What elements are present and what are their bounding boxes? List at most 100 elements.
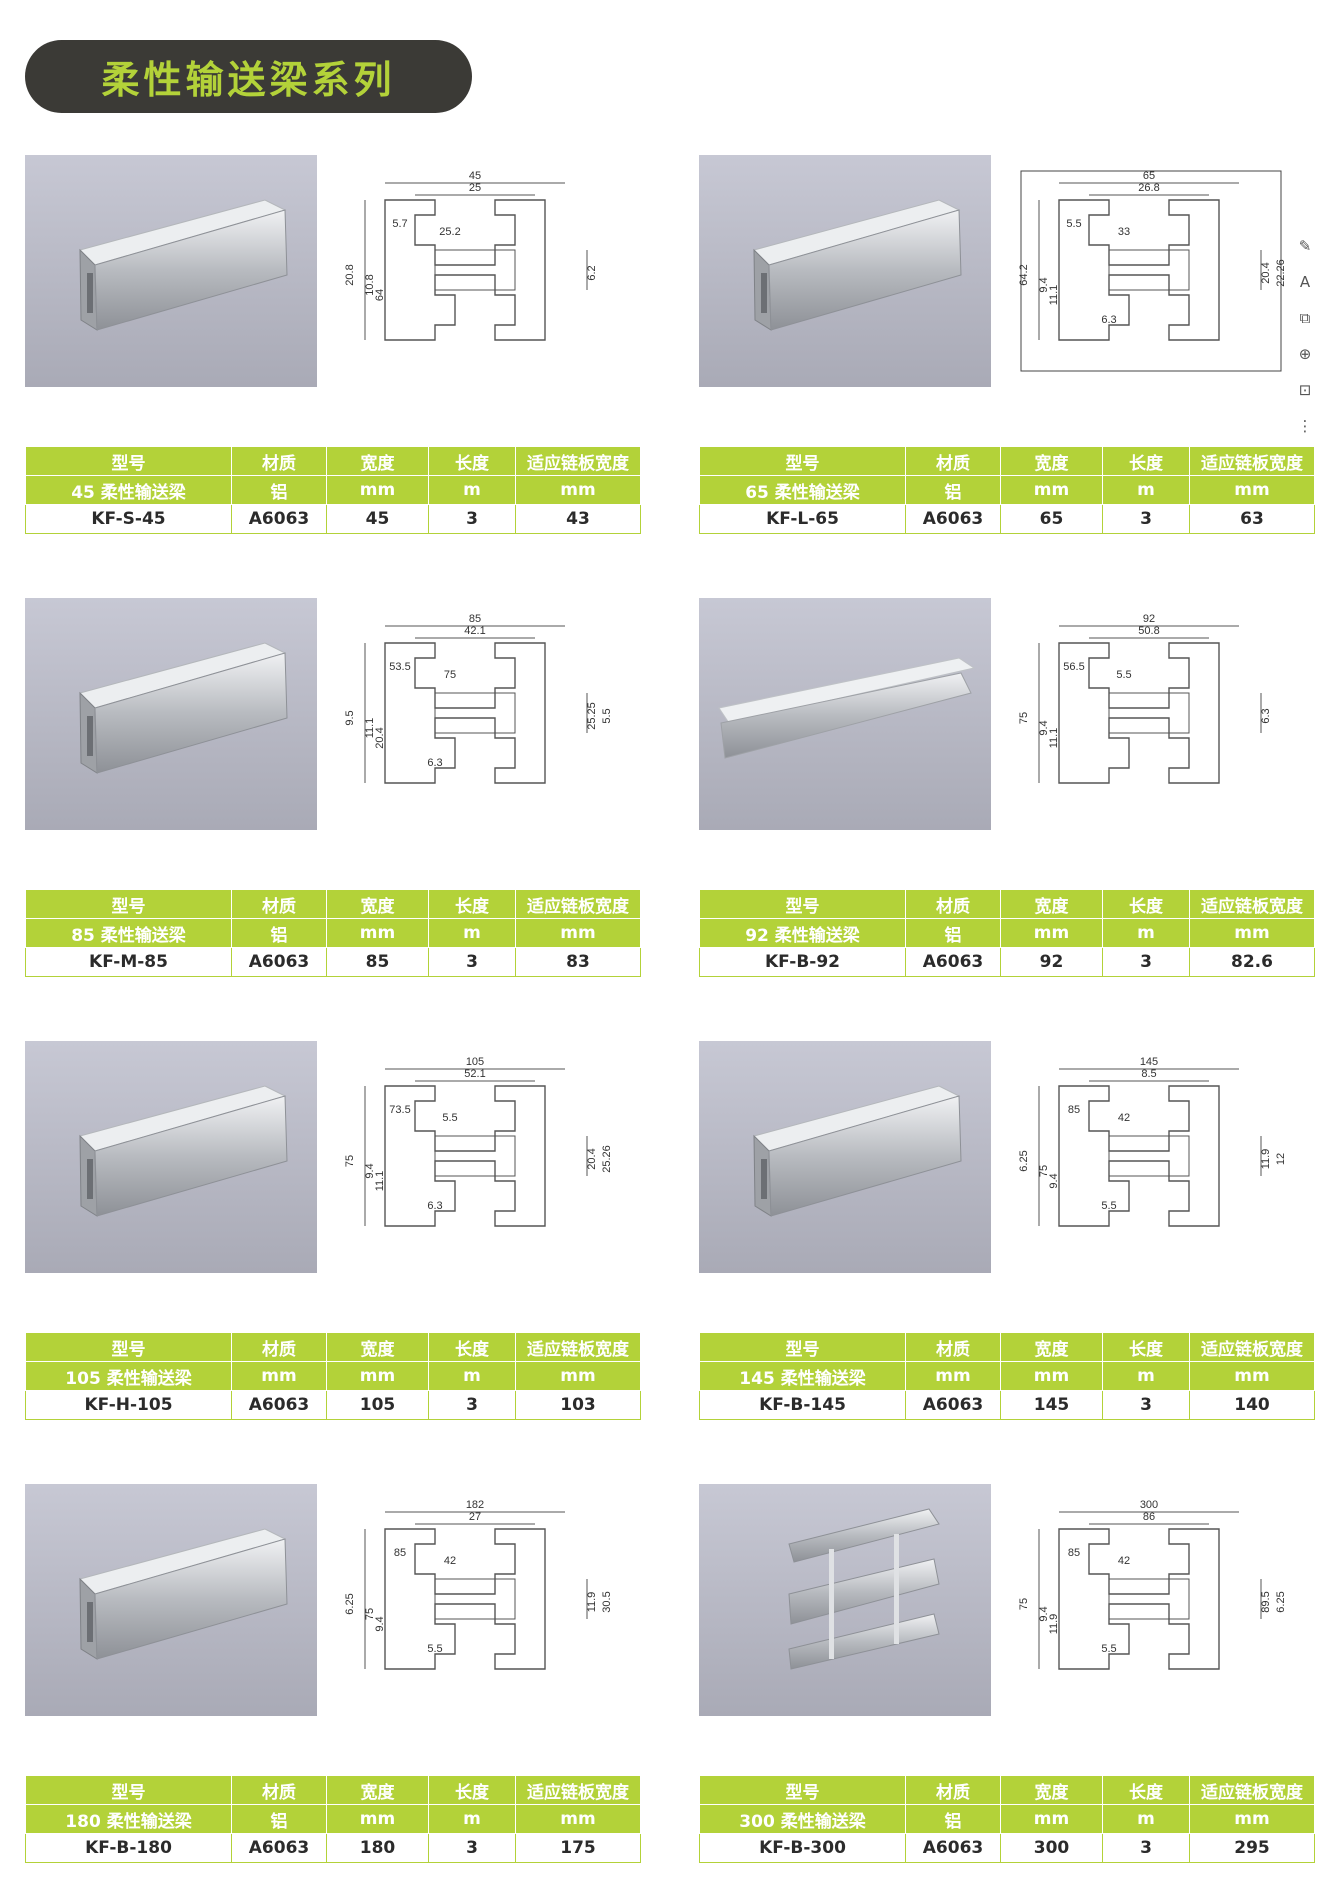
chain-width-cell: 适应链板宽度 bbox=[1189, 1775, 1315, 1805]
dimension-label: 27 bbox=[469, 1511, 481, 1523]
material-cell: 材质 bbox=[905, 1332, 1001, 1362]
dimension-label: 42.1 bbox=[464, 625, 485, 637]
product-photo bbox=[699, 155, 991, 387]
width-cell: mm bbox=[326, 918, 429, 948]
length-cell: 3 bbox=[428, 1390, 516, 1420]
chain-width-cell: 295 bbox=[1189, 1833, 1315, 1863]
spec-header-row: 型号材质宽度长度适应链板宽度 bbox=[699, 446, 1315, 476]
dimension-label: 6.3 bbox=[427, 757, 442, 769]
width-cell: 宽度 bbox=[326, 1332, 429, 1362]
dimension-label: 85 bbox=[1068, 1104, 1080, 1116]
dimension-label: 5.5 bbox=[1101, 1200, 1116, 1212]
material-cell: A6063 bbox=[905, 947, 1001, 977]
material-cell: 铝 bbox=[905, 475, 1001, 505]
dimension-label: 6.3 bbox=[1260, 708, 1272, 723]
dimension-label: 12 bbox=[1275, 1153, 1287, 1165]
dimension-label: 64 bbox=[374, 289, 386, 301]
dimension-label: 75 bbox=[1018, 712, 1030, 724]
model-cell: 型号 bbox=[699, 889, 906, 919]
width-cell: 宽度 bbox=[1000, 446, 1103, 476]
dimension-label: 11.9 bbox=[1260, 1149, 1272, 1170]
spec-header-row: 型号材质宽度长度适应链板宽度 bbox=[699, 1775, 1315, 1805]
dimension-label: 75 bbox=[444, 669, 456, 681]
model-cell: 85 柔性输送梁 bbox=[25, 918, 232, 948]
dimension-label: 42 bbox=[444, 1555, 456, 1567]
length-cell: 3 bbox=[1102, 504, 1190, 534]
chain-width-cell: 43 bbox=[515, 504, 641, 534]
dimension-label: 75 bbox=[344, 1155, 356, 1167]
model-cell: 型号 bbox=[699, 1775, 906, 1805]
dimension-label: 9.4 bbox=[1038, 720, 1050, 735]
dimension-label: 5.5 bbox=[427, 1643, 442, 1655]
text-style-icon[interactable]: A bbox=[1299, 273, 1311, 291]
material-cell: 材质 bbox=[231, 889, 327, 919]
dimension-label: 182 bbox=[466, 1499, 484, 1511]
material-cell: A6063 bbox=[231, 1833, 327, 1863]
screenshot-icon[interactable]: ⊡ bbox=[1298, 381, 1312, 399]
material-cell: 材质 bbox=[905, 1775, 1001, 1805]
dimension-label: 75 bbox=[364, 1608, 376, 1620]
width-cell: mm bbox=[1000, 475, 1103, 505]
length-cell: m bbox=[428, 475, 516, 505]
model-cell: 型号 bbox=[25, 1775, 232, 1805]
shapes-icon[interactable]: ⧉ bbox=[1299, 309, 1311, 327]
model-cell: KF-L-65 bbox=[699, 504, 906, 534]
model-cell: 型号 bbox=[25, 889, 232, 919]
material-cell: A6063 bbox=[231, 504, 327, 534]
length-cell: m bbox=[1102, 1804, 1190, 1834]
dimension-label: 9.4 bbox=[364, 1163, 376, 1178]
dimension-label: 11.1 bbox=[364, 718, 376, 739]
dimension-label: 105 bbox=[466, 1056, 484, 1068]
chain-width-cell: 140 bbox=[1189, 1390, 1315, 1420]
material-cell: 铝 bbox=[905, 1804, 1001, 1834]
spec-header-row: 型号材质宽度长度适应链板宽度 bbox=[699, 889, 1315, 919]
dimension-label: 9.4 bbox=[374, 1616, 386, 1631]
page-title: 柔性输送梁系列 bbox=[101, 58, 396, 102]
section-title-banner: 柔性输送梁系列 bbox=[25, 40, 472, 113]
dimension-label: 73.5 bbox=[389, 1104, 410, 1116]
length-cell: 3 bbox=[428, 504, 516, 534]
chain-width-cell: mm bbox=[1189, 475, 1315, 505]
chain-width-cell: 适应链板宽度 bbox=[515, 446, 641, 476]
model-cell: KF-M-85 bbox=[25, 947, 232, 977]
floating-toolbar: ✎ A ⧉ ⊕ ⊡ ⋮ bbox=[1290, 232, 1322, 440]
length-cell: 3 bbox=[1102, 1833, 1190, 1863]
length-cell: 长度 bbox=[428, 889, 516, 919]
dimension-label: 6.25 bbox=[1275, 1591, 1287, 1612]
length-cell: 长度 bbox=[428, 446, 516, 476]
dimension-label: 20.4 bbox=[586, 1148, 598, 1169]
dimension-label: 8.5 bbox=[1141, 1068, 1156, 1080]
chain-width-cell: 适应链板宽度 bbox=[1189, 446, 1315, 476]
product-photo bbox=[25, 1041, 317, 1273]
length-cell: 3 bbox=[428, 1833, 516, 1863]
material-cell: 铝 bbox=[231, 918, 327, 948]
more-icon[interactable]: ⋮ bbox=[1297, 417, 1313, 435]
dimension-label: 85 bbox=[1068, 1547, 1080, 1559]
model-cell: 300 柔性输送梁 bbox=[699, 1804, 906, 1834]
model-cell: KF-B-180 bbox=[25, 1833, 232, 1863]
length-cell: m bbox=[1102, 1361, 1190, 1391]
edit-icon[interactable]: ✎ bbox=[1298, 237, 1312, 255]
spec-header-row: 型号材质宽度长度适应链板宽度 bbox=[699, 1332, 1315, 1362]
width-cell: 宽度 bbox=[1000, 1332, 1103, 1362]
width-cell: 宽度 bbox=[326, 889, 429, 919]
zoom-icon[interactable]: ⊕ bbox=[1298, 345, 1312, 363]
dimension-label: 22.26 bbox=[1275, 259, 1287, 287]
length-cell: m bbox=[428, 918, 516, 948]
dimension-label: 9.4 bbox=[1048, 1173, 1060, 1188]
material-cell: A6063 bbox=[231, 1390, 327, 1420]
